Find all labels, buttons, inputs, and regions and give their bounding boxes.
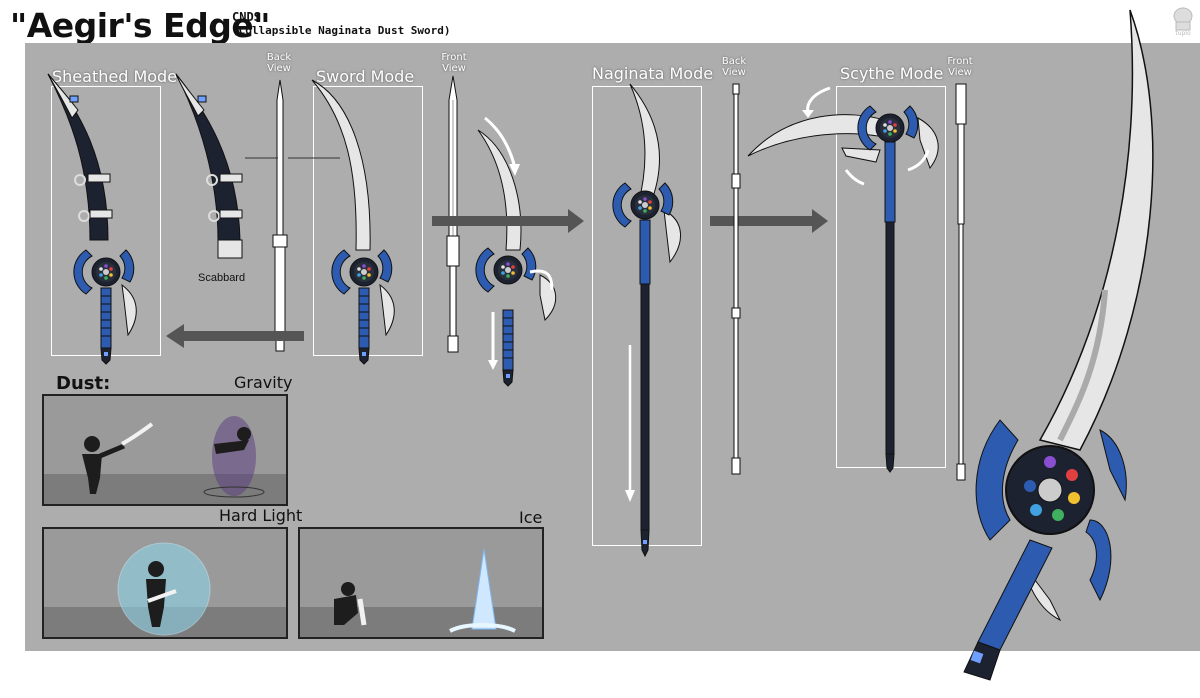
large-sword-drawing [963,9,1154,681]
ice-figures [334,548,516,633]
sword-mode-drawing [311,79,395,365]
front-view-label-2: Front View [947,56,973,78]
back-view-label-2: Back View [721,56,747,78]
subtitle: (Collapsible Naginata Dust Sword) [232,24,451,37]
ice-dust-panel [298,527,544,639]
code-label: CNDS [232,10,261,24]
back-view-sword-1 [272,79,288,352]
ice-label: Ice [519,508,543,527]
front-view-sword-1 [446,75,460,353]
back-view-naginata [731,83,741,475]
scabbard-drawing [175,73,243,259]
gravity-label: Gravity [234,373,293,392]
sheathed-sword-drawing [47,73,137,365]
dust-heading: Dust: [56,373,111,394]
transition-arrows [166,209,828,348]
page-title: "Aegir's Edge" [10,6,270,45]
naginata-mode-label: Naginata Mode [592,64,714,83]
svg-text:tuplo: tuplo [1175,30,1191,37]
gravity-dust-panel [42,394,288,506]
scythe-mode-label: Scythe Mode [840,64,944,83]
back-view-label-1: Back View [266,52,292,74]
hard-light-label: Hard Light [219,506,303,525]
front-view-label-1: Front View [441,52,467,74]
naginata-mode-drawing [612,83,682,558]
scabbard-label: Scabbard [198,272,246,284]
scythe-mode-drawing [747,105,939,473]
artist-logo: tuplo [1173,7,1193,37]
hard-light-figure [117,542,211,636]
gravity-figures [82,416,265,498]
front-view-scythe [955,83,967,481]
hard-light-dust-panel [42,527,288,639]
sword-mode-label: Sword Mode [316,67,415,86]
sheathed-mode-label: Sheathed Mode [52,67,178,86]
